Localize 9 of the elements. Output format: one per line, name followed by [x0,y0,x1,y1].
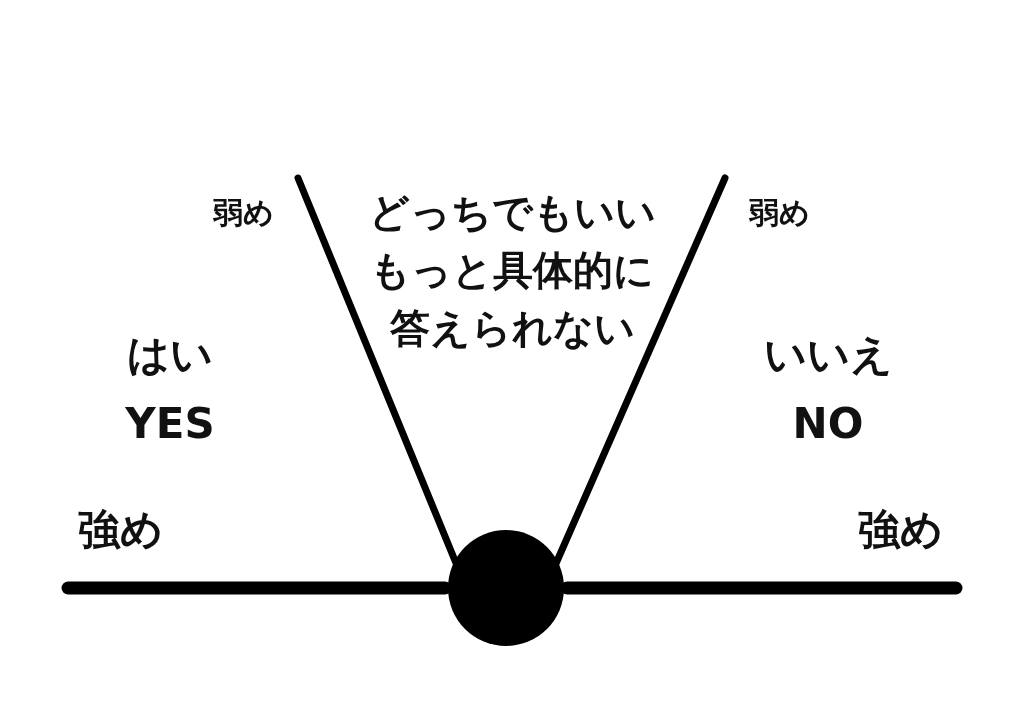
no-label: NO [792,398,864,448]
weak-label: 弱め [748,193,810,232]
strong-label: 強め [77,504,163,556]
yes-label: YES [125,398,215,448]
strong-label: 強め [857,504,943,556]
yes-label: はい [127,329,213,381]
weak-label: 弱め [212,193,274,232]
no-label: いいえ [763,329,893,381]
neutral-text: どっちでもいいもっと具体的に答えられない [367,188,657,353]
